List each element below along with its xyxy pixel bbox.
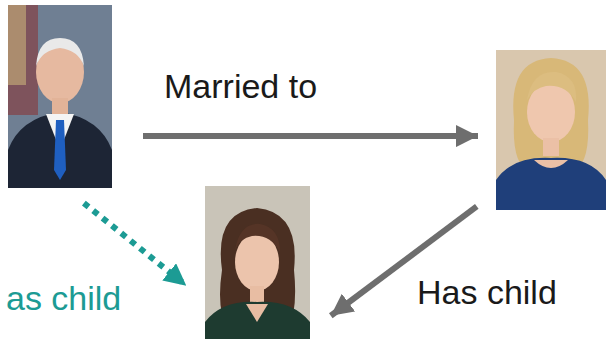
- portrait-photo: [496, 50, 606, 210]
- person-node: [205, 186, 310, 339]
- portrait-photo: [8, 5, 112, 188]
- edge-label: Married to: [162, 66, 319, 106]
- relation-arrow: [84, 203, 186, 286]
- relation-arrow: [143, 133, 478, 139]
- edge-label: as child: [4, 278, 123, 318]
- edge-label: Has child: [415, 272, 559, 312]
- portrait-photo: [205, 186, 310, 339]
- person-node: [496, 50, 606, 210]
- person-node: [8, 5, 112, 188]
